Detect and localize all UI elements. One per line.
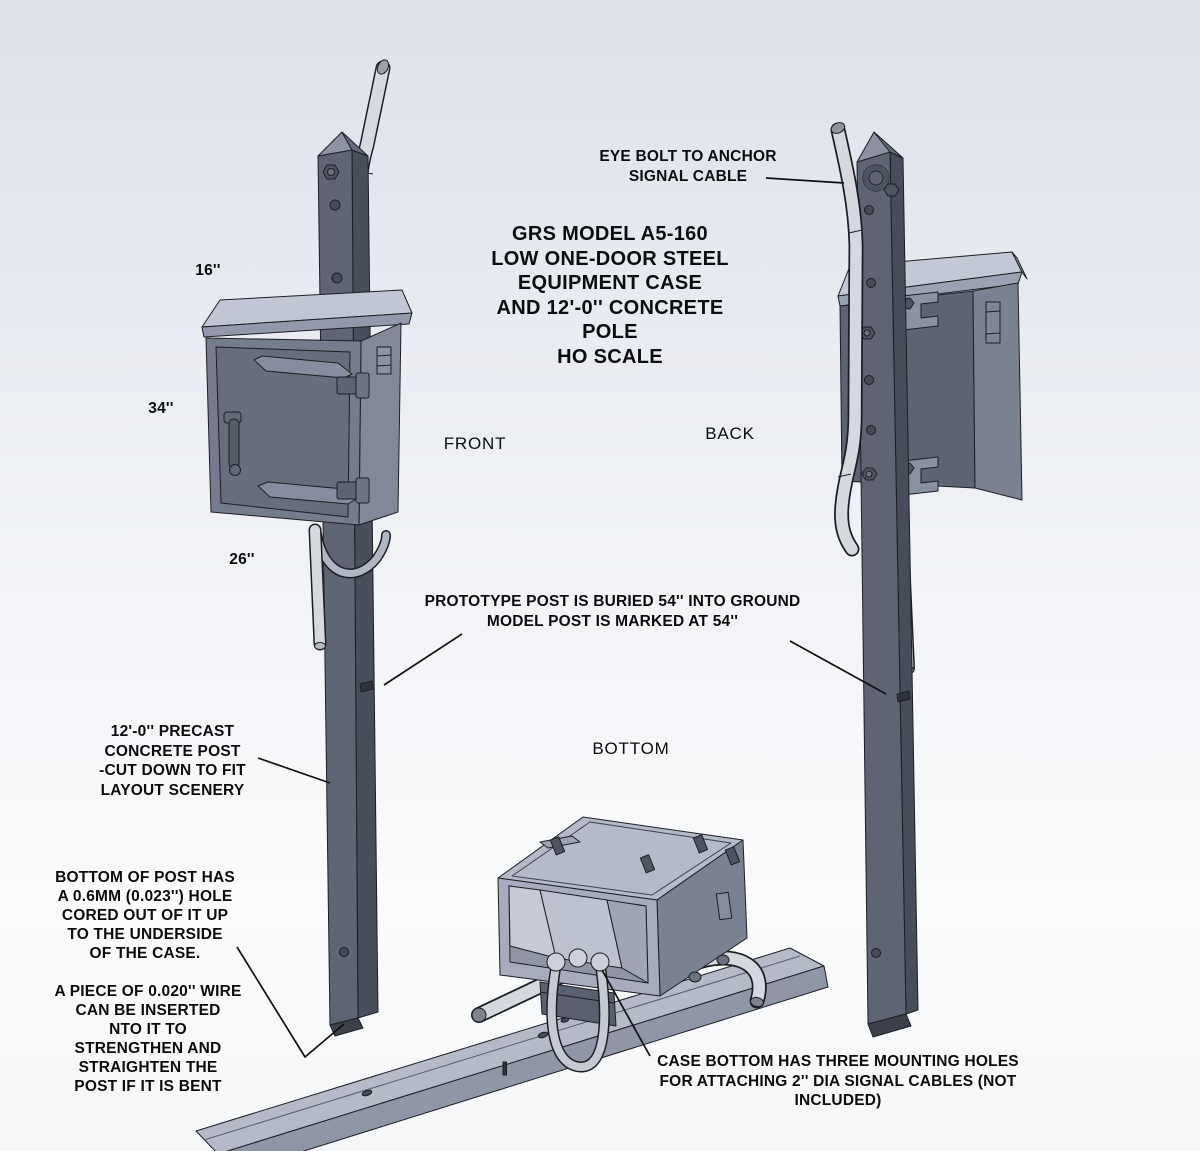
dimension-width: 26'' (229, 551, 255, 568)
post-hole (866, 425, 876, 435)
case-right-face (972, 282, 1023, 501)
annotation-cored-hole: BOTTOM OF POST HAS A 0.6MM (0.023'') HOL… (55, 869, 235, 962)
leader-mounting-holes (601, 969, 651, 1057)
leader-lines (236, 177, 887, 1058)
rail-notch (502, 1061, 507, 1076)
cable-drip-loop-front (312, 529, 391, 579)
case-door (215, 346, 351, 518)
post-hole (329, 199, 341, 211)
rail-hole (537, 1031, 549, 1039)
leader-post-bottom (236, 946, 345, 1058)
eye-bolt (862, 164, 900, 197)
mounting-hole (546, 952, 566, 972)
lid-clamp (692, 834, 709, 854)
equipment-case-front (201, 289, 413, 526)
54-inch-mark-back (896, 690, 911, 703)
mounting-hole (568, 948, 588, 968)
case-side-bracket-bottom (715, 891, 733, 921)
annotation-buried: PROTOTYPE POST IS BURIED 54'' INTO GROUN… (424, 593, 801, 630)
rail-hole (361, 1089, 373, 1097)
ground-conduit-front (308, 523, 327, 651)
post-hole (871, 948, 881, 958)
view-label-front: FRONT (443, 434, 507, 453)
leader-buried-right (789, 640, 887, 695)
concrete-post-front (317, 131, 379, 1037)
concrete-post-bottom-view (195, 947, 829, 1151)
lid-clamp (639, 854, 656, 874)
annotation-wire: A PIECE OF 0.020'' WIRE CAN BE INSERTED … (54, 983, 242, 1095)
view-label-back: BACK (705, 424, 755, 443)
back-view-assembly (830, 122, 1028, 1038)
case-side-bracket-back (985, 301, 1001, 344)
case-side-bracket (376, 346, 392, 375)
leader-buried-left (383, 633, 463, 686)
lid-clamp (724, 846, 741, 866)
mounting-holes (546, 948, 610, 972)
leader-eye-bolt (765, 177, 845, 184)
annotation-precast: 12'-0'' PRECAST CONCRETE POST -CUT DOWN … (99, 723, 246, 799)
case-foot (716, 954, 730, 966)
mounting-hole (590, 952, 610, 972)
dimension-depth: 16'' (195, 262, 221, 279)
case-foot (688, 971, 702, 983)
post-hole (864, 375, 874, 385)
lid-clamp (549, 836, 566, 856)
annotation-mounting-holes: CASE BOTTOM HAS THREE MOUNTING HOLES FOR… (657, 1053, 1019, 1109)
door-handle (223, 411, 242, 476)
signal-cable-loop (546, 960, 610, 1073)
concrete-post-back (856, 131, 919, 1038)
54-inch-mark-front (359, 680, 374, 693)
post-hole (331, 272, 343, 284)
door-hinge-bottom (336, 477, 370, 504)
signal-conduit-pipe-back (830, 122, 864, 557)
equipment-case-bottom (497, 816, 748, 1027)
bottom-view-assembly (195, 816, 829, 1151)
drawing-title: GRS MODEL A5-160 LOW ONE-DOOR STEEL EQUI… (491, 223, 729, 368)
post-hole (866, 278, 876, 288)
mounting-plate (539, 981, 617, 1027)
dimension-height: 34'' (148, 400, 174, 417)
annotation-eye-bolt: EYE BOLT TO ANCHOR SIGNAL CABLE (599, 148, 777, 185)
door-hinge-top (336, 372, 370, 399)
view-label-bottom: BOTTOM (592, 739, 670, 758)
post-hole (339, 947, 349, 957)
post-hole (864, 205, 874, 215)
leader-precast (257, 757, 331, 784)
front-view-assembly (201, 59, 413, 1037)
